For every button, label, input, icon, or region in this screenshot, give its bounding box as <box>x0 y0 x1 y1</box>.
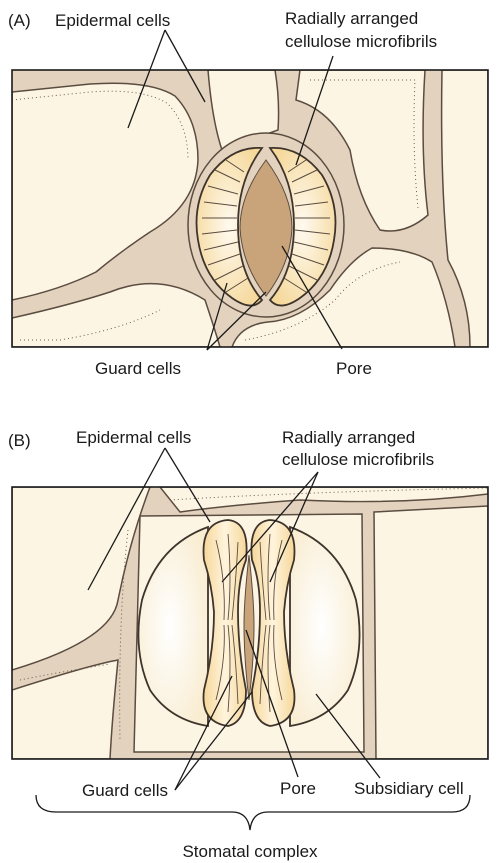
panel-a: (A) Epidermal cells Radially arranged ce… <box>8 9 488 378</box>
stomatal-complex-brace <box>36 795 470 830</box>
panel-b: (B) Epidermal cells Radially arranged ce… <box>8 428 488 861</box>
label-pore-a: Pore <box>336 359 372 378</box>
label-microfibrils-a-line1: Radially arranged <box>285 9 418 28</box>
label-stomatal-complex: Stomatal complex <box>182 842 318 861</box>
label-pore-b: Pore <box>280 779 316 798</box>
epidermal-cell-b4 <box>374 506 488 759</box>
panel-a-tag: (A) <box>8 11 31 30</box>
label-microfibrils-b-line2: cellulose microfibrils <box>282 450 434 469</box>
label-microfibrils-a-line2: cellulose microfibrils <box>285 32 437 51</box>
label-guard-cells-a: Guard cells <box>95 359 181 378</box>
label-subsidiary-cell-b: Subsidiary cell <box>354 779 464 798</box>
label-microfibrils-b-line1: Radially arranged <box>282 428 415 447</box>
label-epidermal-cells-b: Epidermal cells <box>76 428 191 447</box>
label-epidermal-cells-a: Epidermal cells <box>55 11 170 30</box>
label-guard-cells-b: Guard cells <box>82 781 168 800</box>
panel-b-tag: (B) <box>8 431 31 450</box>
